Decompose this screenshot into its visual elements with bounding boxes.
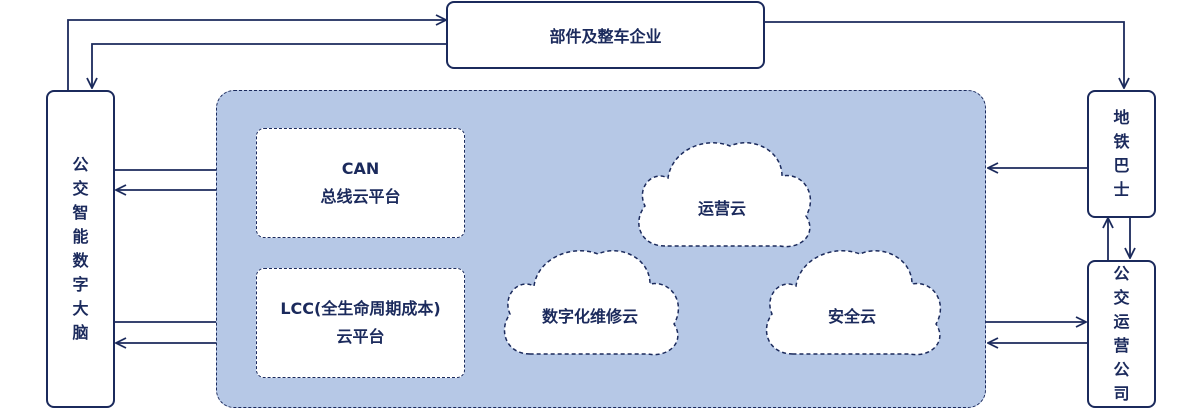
brain-char: 大 xyxy=(72,299,89,318)
operations-cloud-label: 运营云 xyxy=(697,199,747,218)
metro-char: 士 xyxy=(1113,180,1130,199)
operator-char: 运 xyxy=(1113,312,1130,331)
brain-char: 智 xyxy=(72,203,89,222)
operator-char: 交 xyxy=(1113,288,1130,307)
operator-char: 司 xyxy=(1113,384,1130,403)
safety-cloud-icon xyxy=(765,250,942,356)
operator-char: 公 xyxy=(1113,360,1130,379)
metro-char: 铁 xyxy=(1113,132,1130,151)
brain-char: 脑 xyxy=(72,323,89,342)
can-platform-box: CAN 总线云平台 xyxy=(256,128,465,238)
brain-char: 公 xyxy=(72,155,89,174)
lcc-line1: LCC(全生命周期成本) xyxy=(280,299,441,318)
operator-char: 营 xyxy=(1113,336,1130,355)
brain-char: 字 xyxy=(72,275,89,294)
enterprise-box: 部件及整车企业 xyxy=(446,1,765,69)
brain-char: 能 xyxy=(72,227,89,246)
operator-char: 公 xyxy=(1113,264,1130,283)
smart-brain-box: 公 交 智 能 数 字 大 脑 xyxy=(46,90,115,408)
metro-bus-box: 地 铁 巴 士 xyxy=(1087,90,1156,218)
arrow-brain-to-enterprise xyxy=(67,20,446,90)
arrow-enterprise-to-brain xyxy=(92,43,446,88)
safety-cloud-label: 安全云 xyxy=(827,307,877,326)
enterprise-label: 部件及整车企业 xyxy=(549,27,662,46)
operations-cloud-icon xyxy=(638,142,812,248)
brain-char: 数 xyxy=(72,251,89,270)
metro-char: 巴 xyxy=(1113,156,1130,175)
metro-char: 地 xyxy=(1113,108,1130,127)
can-line2: 总线云平台 xyxy=(320,187,401,206)
brain-char: 交 xyxy=(72,179,89,198)
maintenance-cloud-icon xyxy=(503,250,680,356)
lcc-platform-box: LCC(全生命周期成本) 云平台 xyxy=(256,268,465,378)
bus-operator-box: 公 交 运 营 公 司 xyxy=(1087,260,1156,408)
lcc-line2: 云平台 xyxy=(336,327,385,346)
arrow-enterprise-to-metro xyxy=(765,21,1124,88)
can-line1: CAN xyxy=(341,159,380,178)
maintenance-cloud-label: 数字化维修云 xyxy=(541,307,639,326)
